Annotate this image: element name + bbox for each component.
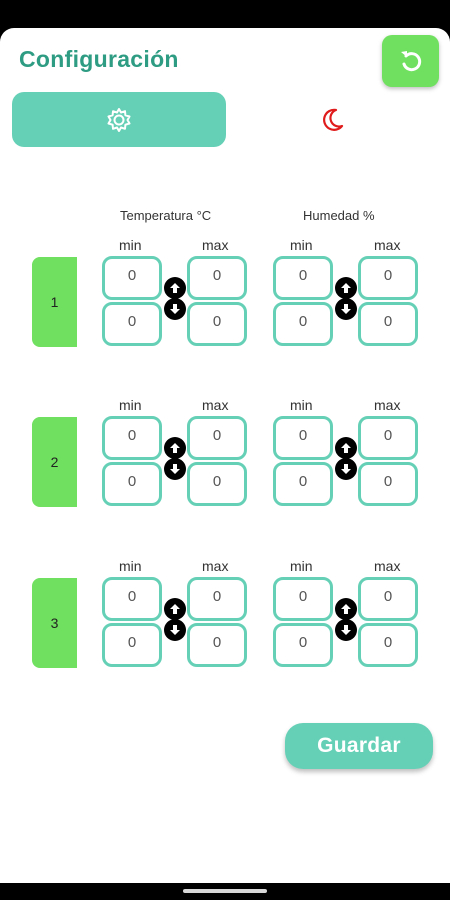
- arrow-down-icon: [164, 298, 186, 320]
- arrow-up-icon: [164, 437, 186, 459]
- temp-min-label: min: [119, 558, 142, 574]
- temp-max-label: max: [202, 237, 229, 253]
- hum-max-label: max: [374, 397, 401, 413]
- undo-icon: [400, 51, 421, 72]
- temp-max-label: max: [202, 397, 229, 413]
- swap-button[interactable]: [164, 277, 186, 321]
- row-label-2: 2: [32, 417, 77, 507]
- gear-icon: [107, 107, 131, 132]
- hum-min-label: min: [290, 237, 313, 253]
- app-screen: Configuración Temperatura °C Humedad % m…: [0, 28, 450, 883]
- swap-button[interactable]: [335, 437, 357, 481]
- swap-button[interactable]: [335, 598, 357, 642]
- arrow-down-icon: [335, 619, 357, 641]
- temp-min-input[interactable]: 0: [102, 256, 162, 300]
- status-bar: [0, 0, 450, 28]
- temp-max-input[interactable]: 0: [187, 416, 247, 460]
- hum-min-input[interactable]: 0: [273, 416, 333, 460]
- arrow-down-icon: [164, 458, 186, 480]
- arrow-up-icon: [335, 277, 357, 299]
- swap-button[interactable]: [164, 437, 186, 481]
- tab-night-mode[interactable]: [225, 92, 439, 147]
- swap-button[interactable]: [335, 277, 357, 321]
- hum-max-input[interactable]: 0: [358, 462, 418, 506]
- temp-min-input[interactable]: 0: [102, 462, 162, 506]
- hum-max-label: max: [374, 237, 401, 253]
- swap-button[interactable]: [164, 598, 186, 642]
- temp-min-label: min: [119, 237, 142, 253]
- hum-min-input[interactable]: 0: [273, 577, 333, 621]
- hum-max-input[interactable]: 0: [358, 302, 418, 346]
- arrow-down-icon: [335, 458, 357, 480]
- temp-max-input[interactable]: 0: [187, 462, 247, 506]
- temp-min-input[interactable]: 0: [102, 577, 162, 621]
- humidity-header: Humedad %: [303, 208, 375, 223]
- hum-max-input[interactable]: 0: [358, 416, 418, 460]
- moon-icon: [323, 108, 344, 131]
- temperature-header: Temperatura °C: [120, 208, 212, 223]
- hum-max-input[interactable]: 0: [358, 256, 418, 300]
- temp-max-label: max: [202, 558, 229, 574]
- arrow-down-icon: [335, 298, 357, 320]
- arrow-up-icon: [164, 277, 186, 299]
- page-title: Configuración: [19, 46, 179, 72]
- reset-button[interactable]: [382, 35, 439, 87]
- arrow-down-icon: [164, 619, 186, 641]
- row-label-1: 1: [32, 257, 77, 347]
- hum-min-label: min: [290, 558, 313, 574]
- temp-min-input[interactable]: 0: [102, 623, 162, 667]
- tab-settings[interactable]: [12, 92, 226, 147]
- temp-min-input[interactable]: 0: [102, 416, 162, 460]
- row-label-3: 3: [32, 578, 77, 668]
- hum-min-label: min: [290, 397, 313, 413]
- save-button[interactable]: Guardar: [285, 723, 433, 769]
- temp-min-label: min: [119, 397, 142, 413]
- hum-min-input[interactable]: 0: [273, 256, 333, 300]
- hum-min-input[interactable]: 0: [273, 462, 333, 506]
- temp-max-input[interactable]: 0: [187, 577, 247, 621]
- temp-max-input[interactable]: 0: [187, 256, 247, 300]
- temp-max-input[interactable]: 0: [187, 623, 247, 667]
- arrow-up-icon: [335, 598, 357, 620]
- hum-max-label: max: [374, 558, 401, 574]
- temp-min-input[interactable]: 0: [102, 302, 162, 346]
- hum-min-input[interactable]: 0: [273, 302, 333, 346]
- arrow-up-icon: [164, 598, 186, 620]
- temp-max-input[interactable]: 0: [187, 302, 247, 346]
- arrow-up-icon: [335, 437, 357, 459]
- hum-max-input[interactable]: 0: [358, 623, 418, 667]
- hum-max-input[interactable]: 0: [358, 577, 418, 621]
- home-indicator[interactable]: [183, 889, 267, 893]
- hum-min-input[interactable]: 0: [273, 623, 333, 667]
